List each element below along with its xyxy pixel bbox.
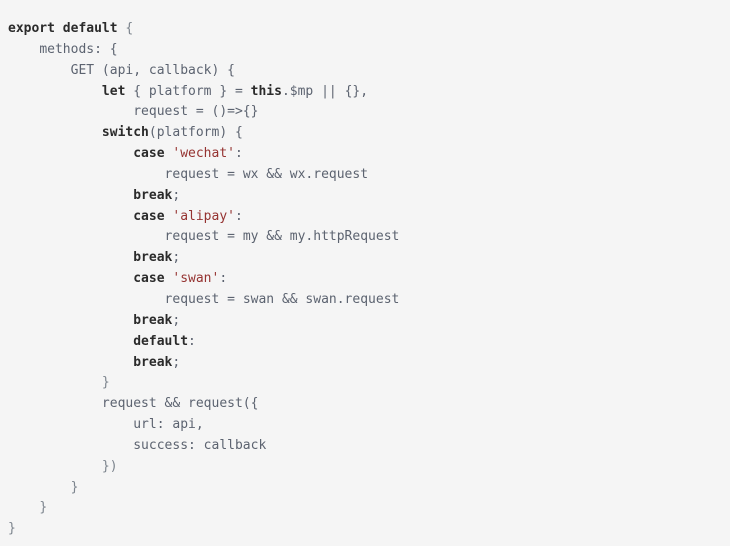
code-line: break; xyxy=(8,186,730,207)
code-indent xyxy=(8,500,39,515)
code-token-keyword: this xyxy=(250,83,282,99)
code-line: url: api, xyxy=(8,415,730,436)
code-token-punct: } xyxy=(70,479,79,495)
code-indent xyxy=(8,438,133,453)
code-indent xyxy=(8,355,133,370)
code-indent xyxy=(8,229,165,244)
code-token-keyword: break xyxy=(133,354,173,370)
code-block[interactable]: export default { methods: { GET (api, ca… xyxy=(0,13,730,546)
code-line: request && request({ xyxy=(8,394,730,415)
code-line: break; xyxy=(8,311,730,332)
code-indent xyxy=(8,42,39,57)
code-line: request = ()=>{} xyxy=(8,102,730,123)
code-line: }) xyxy=(8,457,730,478)
code-token-string: 'wechat' xyxy=(172,146,235,162)
code-token-plain: : xyxy=(219,271,228,287)
code-token-keyword: case xyxy=(133,208,165,224)
code-token-string: 'swan' xyxy=(172,271,220,287)
code-indent xyxy=(8,209,133,224)
code-line: case 'wechat': xyxy=(8,144,730,165)
code-token-punct: } xyxy=(101,375,110,391)
code-token-plain: url: api, xyxy=(133,417,204,433)
code-token-punct: { xyxy=(117,21,134,36)
code-line: methods: { xyxy=(8,40,730,61)
code-token-punct: }) xyxy=(101,458,118,474)
code-line: } xyxy=(8,498,730,519)
code-line: default: xyxy=(8,332,730,353)
code-token-plain: request = my && my.httpRequest xyxy=(164,229,400,245)
code-token-plain: : xyxy=(235,146,243,162)
code-indent xyxy=(8,84,102,99)
code-line: break; xyxy=(8,248,730,269)
code-indent xyxy=(8,396,102,411)
code-indent xyxy=(8,459,102,474)
code-line: } xyxy=(8,373,730,394)
code-line: request = my && my.httpRequest xyxy=(8,227,730,248)
code-token-keyword: export default xyxy=(8,21,118,36)
code-line: request = swan && swan.request xyxy=(8,290,730,311)
code-indent xyxy=(8,480,71,495)
code-indent xyxy=(8,271,133,286)
code-line: case 'swan': xyxy=(8,269,730,290)
code-token-plain: ; xyxy=(172,312,181,328)
code-token-string: 'alipay' xyxy=(172,208,235,224)
code-token-plain: request = swan && swan.request xyxy=(164,291,400,307)
code-indent xyxy=(8,313,133,328)
code-token-keyword: case xyxy=(133,146,165,162)
code-token-plain: : xyxy=(188,333,196,349)
code-line: success: callback xyxy=(8,436,730,457)
code-line: } xyxy=(8,519,730,540)
code-line: switch(platform) { xyxy=(8,123,730,144)
code-token-keyword: break xyxy=(133,187,173,203)
code-line: export default { xyxy=(8,19,730,40)
code-indent xyxy=(8,292,165,307)
code-token-plain: success: callback xyxy=(133,437,267,453)
code-token-keyword: case xyxy=(133,271,165,287)
code-line: break; xyxy=(8,353,730,374)
code-token-plain: .$mp || {}, xyxy=(281,83,369,99)
code-line: case 'alipay': xyxy=(8,207,730,228)
code-line: } xyxy=(8,478,730,499)
code-indent xyxy=(8,167,165,182)
code-token-plain: { platform } = xyxy=(125,83,251,99)
code-indent xyxy=(8,146,133,161)
code-indent xyxy=(8,104,133,119)
code-token-punct: } xyxy=(39,500,48,516)
code-indent xyxy=(8,375,102,390)
code-indent xyxy=(8,417,133,432)
code-token-keyword: break xyxy=(133,312,173,328)
code-line: GET (api, callback) { xyxy=(8,61,730,82)
code-token-plain: (platform) { xyxy=(148,125,243,141)
code-token-punct: } xyxy=(8,521,16,537)
code-indent xyxy=(8,334,133,349)
code-token-plain: : xyxy=(235,208,243,224)
code-token-plain: request = ()=>{} xyxy=(133,104,259,120)
code-indent xyxy=(8,250,133,265)
code-token-plain: ; xyxy=(172,187,181,203)
code-token-plain: request = wx && wx.request xyxy=(164,166,369,182)
code-indent xyxy=(8,125,102,140)
code-line: request = wx && wx.request xyxy=(8,165,730,186)
code-token-plain: request && request({ xyxy=(101,396,259,412)
code-token-plain: methods: { xyxy=(39,41,118,57)
code-line: let { platform } = this.$mp || {}, xyxy=(8,82,730,103)
code-token-keyword: break xyxy=(133,250,173,266)
code-indent xyxy=(8,63,71,78)
code-token-plain: ; xyxy=(172,354,181,370)
code-token-plain: GET (api, callback) { xyxy=(70,62,235,78)
code-token-plain: ; xyxy=(172,250,181,266)
code-indent xyxy=(8,188,133,203)
code-token-keyword: default xyxy=(133,333,189,349)
code-token-keyword: switch xyxy=(101,125,149,141)
code-token-keyword: let xyxy=(101,83,126,99)
